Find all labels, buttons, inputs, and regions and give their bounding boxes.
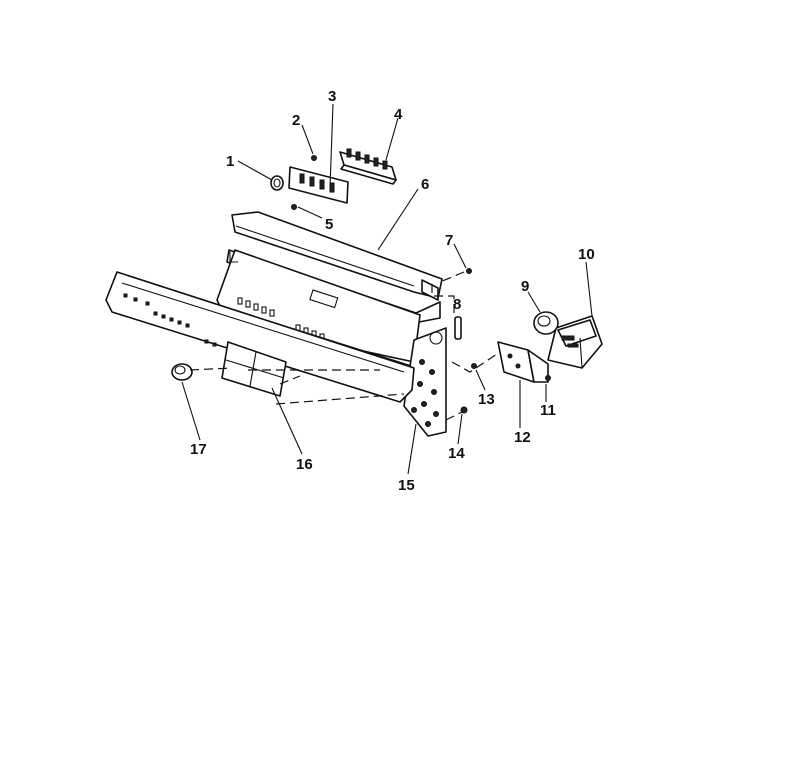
part-5-screw — [291, 204, 297, 210]
part-11-screw — [545, 375, 551, 381]
callout-11: 11 — [540, 402, 556, 419]
callout-2: 2 — [292, 112, 300, 129]
part-14-screw — [460, 406, 468, 414]
callout-5: 5 — [325, 216, 333, 233]
part-12-mounting-bracket — [497, 341, 549, 383]
callout-7: 7 — [445, 232, 453, 249]
callout-12: 12 — [514, 429, 531, 446]
callout-8: 8 — [453, 296, 461, 313]
callout-17: 17 — [190, 441, 207, 458]
part-1-grommet — [270, 175, 284, 191]
part-7-screw — [466, 268, 472, 274]
callout-3: 3 — [328, 88, 336, 105]
part-13-screw — [471, 363, 477, 369]
part-15-end-panel — [403, 327, 447, 437]
part-9-dial — [533, 311, 559, 335]
assembly-lines — [189, 271, 501, 421]
callout-1: 1 — [226, 153, 234, 170]
callout-15: 15 — [398, 477, 415, 494]
callout-10: 10 — [578, 246, 595, 263]
callout-14: 14 — [448, 445, 465, 462]
callout-4: 4 — [394, 106, 403, 123]
button-row-1 — [237, 297, 275, 317]
part-3-bracket — [288, 166, 349, 204]
part-4-terminal-block — [339, 148, 397, 185]
part-17-knob — [171, 363, 193, 381]
callout-16: 16 — [296, 456, 313, 473]
part-2-screw — [311, 155, 317, 161]
part-10-switch-housing — [547, 315, 603, 369]
callout-labels: 1 2 3 4 5 6 7 8 9 10 11 12 13 14 15 16 1… — [190, 88, 595, 494]
callout-13: 13 — [478, 391, 495, 408]
leader-lines — [181, 103, 593, 475]
callout-6: 6 — [421, 176, 429, 193]
part-8-pin — [454, 316, 462, 340]
callout-9: 9 — [521, 278, 529, 295]
